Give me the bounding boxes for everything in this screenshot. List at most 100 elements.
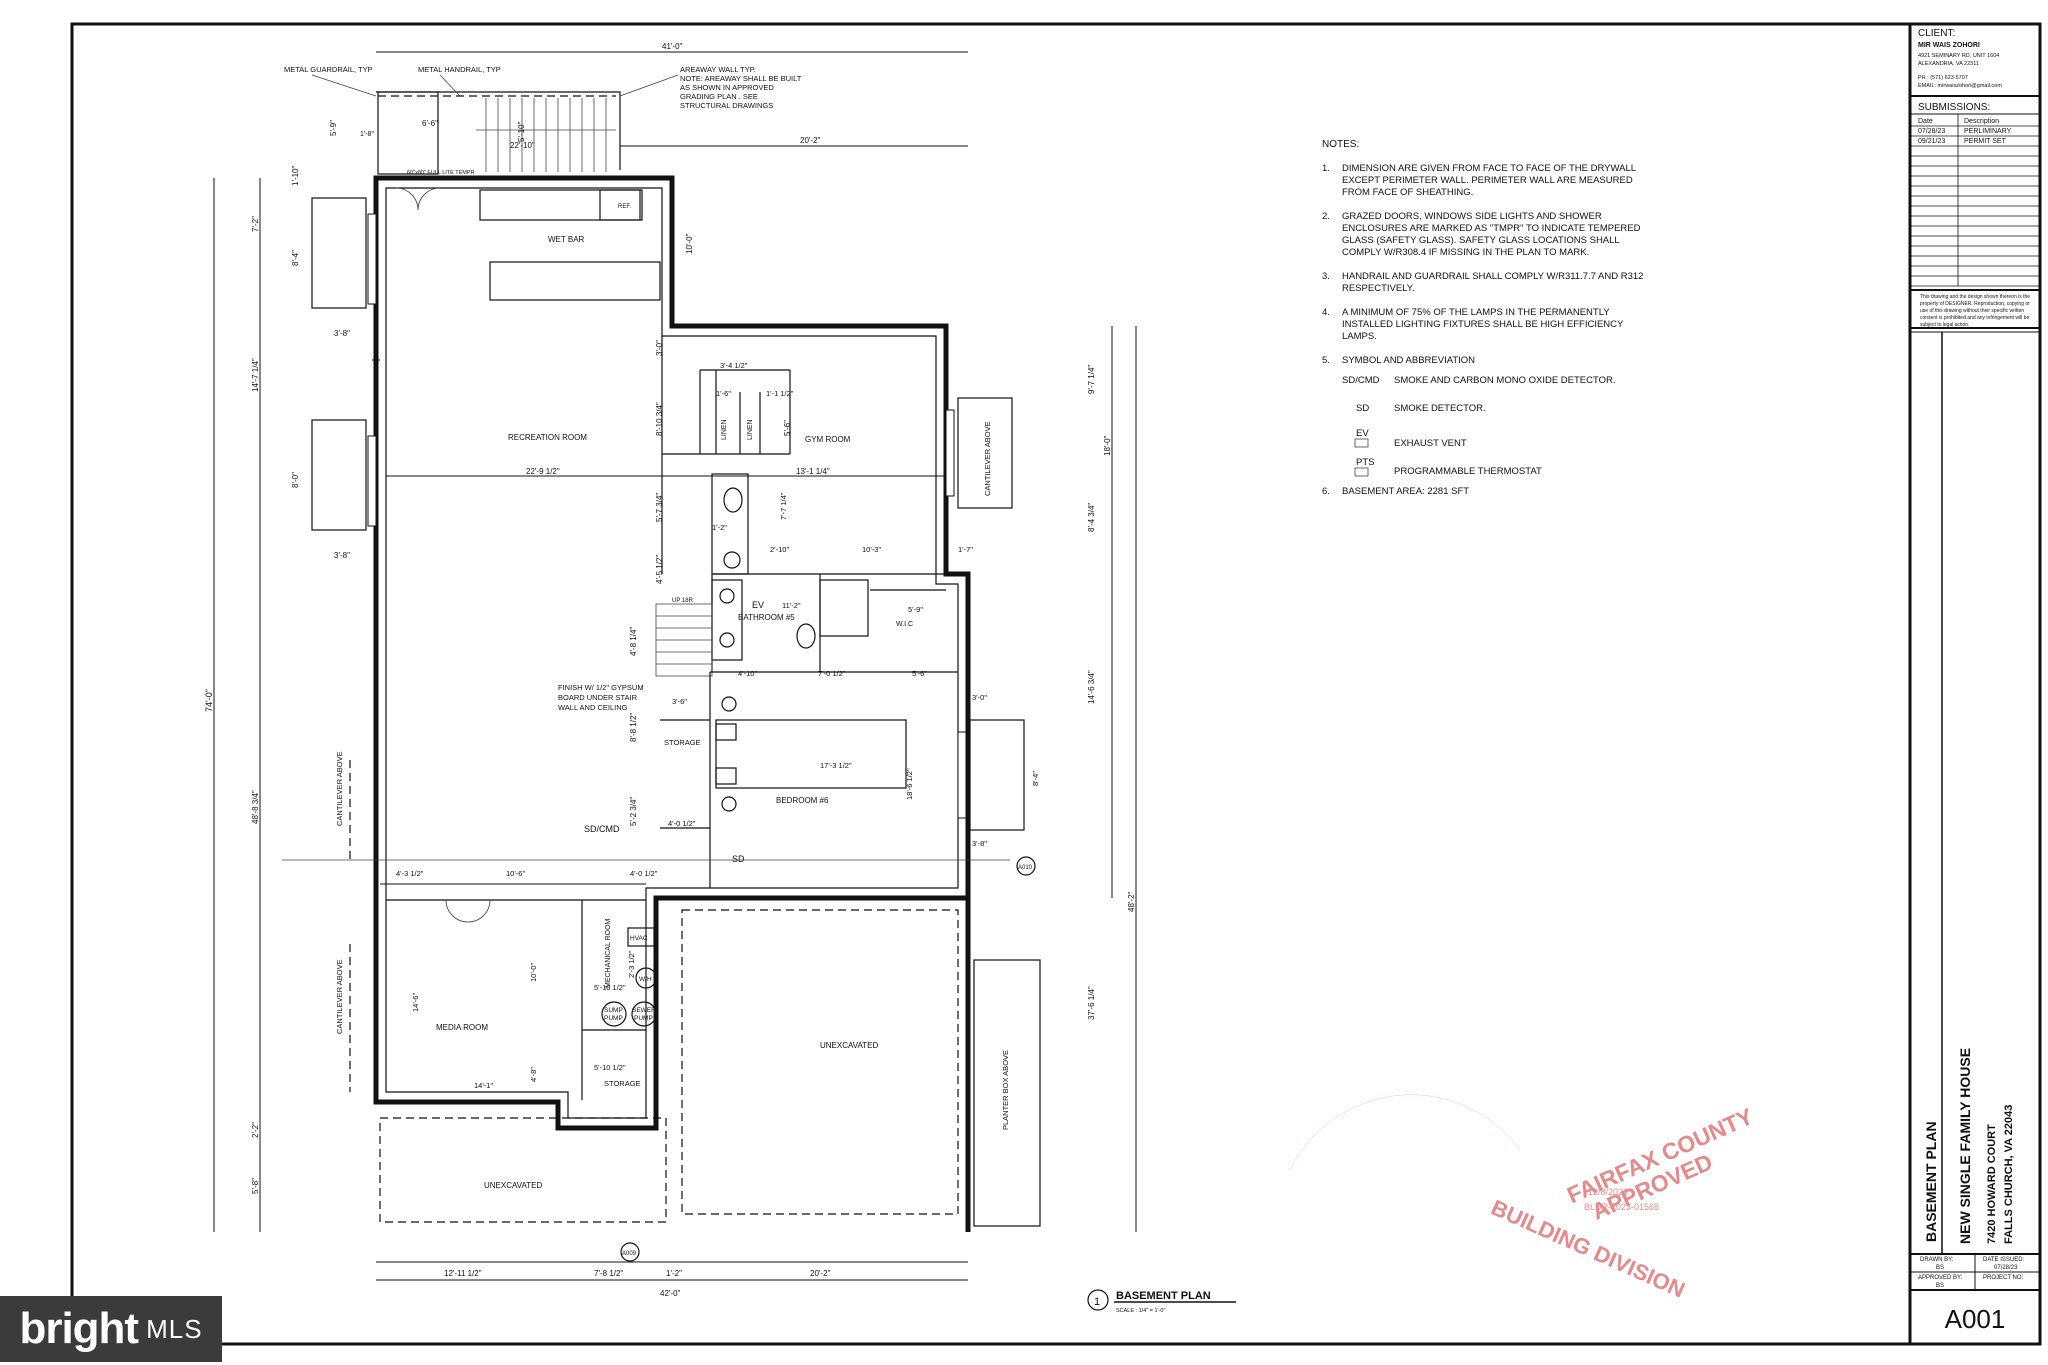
dimension: 13'-1 1/4" xyxy=(796,467,830,476)
window xyxy=(367,213,377,305)
label-recreation-room: RECREATION ROOM xyxy=(508,433,587,442)
note-number: 6. xyxy=(1322,486,1330,497)
plan-scale: SCALE : 1/4" = 1'-0" xyxy=(1116,1308,1165,1314)
exterior-stair xyxy=(476,98,616,172)
title-block: CLIENT: MIR WAIS ZOHORI 4921 SEMINARY RD… xyxy=(1910,28,2040,1334)
label-bedroom: BEDROOM #6 xyxy=(776,796,829,805)
toilet-icon xyxy=(796,623,816,649)
dimension: 18'-0" xyxy=(1103,435,1112,456)
nightstand-icon xyxy=(721,796,737,812)
client-phone: PH : (571) 623-5707 xyxy=(1918,75,1968,81)
symbol-sd-desc: SMOKE DETECTOR. xyxy=(1394,403,1486,414)
dimension: 10'-0" xyxy=(529,963,538,982)
hvac-unit xyxy=(627,927,655,947)
dimension: 10'-6" xyxy=(506,869,525,878)
stamp-date: 12/8/2023 xyxy=(1588,1187,1628,1197)
bed xyxy=(715,719,907,789)
label-linen: LINEN xyxy=(721,419,728,440)
sump-pump xyxy=(601,1001,627,1027)
label-cantilever: CANTILEVER ABOVE xyxy=(335,751,344,826)
dimension: 4'-10" xyxy=(738,669,757,678)
note-2-line: GLASS (SAFETY GLASS). SAFETY GLASS LOCAT… xyxy=(1342,235,1620,246)
planter-box xyxy=(973,959,1041,1227)
sink-icon xyxy=(719,588,735,604)
dimension: 7'-8 1/2" xyxy=(594,1269,623,1278)
label-media-room: MEDIA ROOM xyxy=(436,1023,488,1032)
refrigerator xyxy=(599,189,643,221)
dimension: 4'-0 1/2" xyxy=(668,819,696,828)
label-finish-note: FINISH W/ 1/2" GYPSUM xyxy=(558,683,644,692)
submission-row-desc: PERLIMINARY xyxy=(1964,128,2012,135)
basement-floor-plan: METAL GUARDRAIL, TYP METAL HANDRAIL, TYP… xyxy=(204,42,1236,1314)
dimension: 11'-2" xyxy=(782,601,801,610)
label-cantilever: CANTILEVER ABOVE xyxy=(335,959,344,1034)
dimension: 3'-8" xyxy=(334,551,350,560)
submissions-description-header: Description xyxy=(1964,118,1999,125)
exhaust-vent-icon xyxy=(1354,438,1369,448)
dimension: 7'-7 1/4" xyxy=(779,492,788,520)
dimension: 5'-6" xyxy=(912,669,927,678)
dimension: 10'-3" xyxy=(862,545,881,554)
dimension: 5'-9" xyxy=(908,605,923,614)
label-finish-note: BOARD UNDER STAIR xyxy=(558,693,638,702)
label-planter-box: PLANTER BOX ABOVE xyxy=(1001,1050,1010,1130)
label-sewer: PUMP xyxy=(634,1015,653,1022)
window-well xyxy=(969,719,1025,831)
client-address-1: 4921 SEMINARY RD, UNIT 1604 xyxy=(1918,53,1999,59)
areaway-wall xyxy=(376,91,621,170)
dimension: 12'-11 1/2" xyxy=(444,1269,482,1278)
label-wic: W.I.C xyxy=(896,621,913,628)
dimension: 6'-6" xyxy=(422,119,438,128)
dimension: 8'-0" xyxy=(291,472,300,488)
plan-title: BASEMENT PLAN xyxy=(1116,1290,1211,1302)
dimension: 2'-10" xyxy=(770,545,789,554)
section-marker-icon xyxy=(620,1242,640,1262)
closet-walls xyxy=(661,336,791,574)
drawn-by-label: DRAWN BY: xyxy=(1920,1257,1954,1263)
note-1-line: EXCEPT PERIMETER WALL. PERIMETER WALL AR… xyxy=(1342,175,1633,186)
dimension: 1'-8" xyxy=(360,131,374,138)
label-gym-room: GYM ROOM xyxy=(805,435,851,444)
door-swing xyxy=(445,899,491,923)
nightstand-icon xyxy=(721,696,737,712)
dimension: 3'-8" xyxy=(972,839,987,848)
dimension: 10'-0" xyxy=(685,233,694,254)
dimension: 74'-0" xyxy=(204,689,214,712)
label-hvac: HVAC xyxy=(630,935,648,942)
approved-by-label: APPROVED BY: xyxy=(1918,1275,1963,1281)
note-4-line: INSTALLED LIGHTING FIXTURES SHALL BE HIG… xyxy=(1342,319,1624,330)
label-storage: STORAGE xyxy=(664,738,701,747)
symbol-pts-desc: PROGRAMMABLE THERMOSTAT xyxy=(1394,466,1542,477)
dimension: 5'-6" xyxy=(783,420,792,436)
note-3-line: RESPECTIVELY. xyxy=(1342,283,1415,294)
dimension: 5'-10 1/2" xyxy=(594,983,626,992)
media-walls xyxy=(386,899,646,1100)
dimension: 3'-6" xyxy=(672,697,687,706)
sheet-title: BASEMENT PLAN xyxy=(1923,1121,1939,1242)
dimension: 8'-4 3/4" xyxy=(1087,503,1096,532)
dimension: 17'-3 1/2" xyxy=(820,761,852,770)
dimension: 4'-3 1/2" xyxy=(396,869,424,878)
symbol-sd-cmd-desc: SMOKE AND CARBON MONO OXIDE DETECTOR. xyxy=(1394,375,1616,386)
symbol-pts: PTS xyxy=(1356,457,1374,468)
dimension: 2'-3 1/2" xyxy=(627,950,636,978)
dimension: 8'-4" xyxy=(1031,771,1040,786)
dimension: 9'-7 1/4" xyxy=(1087,365,1096,394)
bright-mls-logo: bright MLS xyxy=(0,1296,222,1362)
submissions-heading: SUBMISSIONS: xyxy=(1918,102,1990,113)
dimension: 5'-10" xyxy=(517,121,526,142)
dimension: 1'-6" xyxy=(716,389,731,398)
submission-row-date: 09/21/23 xyxy=(1918,138,1945,145)
note-3-line: HANDRAIL AND GUARDRAIL SHALL COMPLY W/R3… xyxy=(1342,271,1643,282)
unexcavated-area xyxy=(681,909,959,1215)
dimension: 5'-7 3/4" xyxy=(655,493,664,522)
note-2-line: GRAZED DOORS, WINDOWS SIDE LIGHTS AND SH… xyxy=(1342,211,1602,222)
dimension: 22'-10" xyxy=(510,141,535,150)
dimension: 37'-6 1/4" xyxy=(1087,986,1096,1020)
dimension: 1'-1 1/2" xyxy=(766,389,794,398)
dimension-lines xyxy=(213,51,1137,1281)
client-address-2: ALEXANDRIA, VA 22311 xyxy=(1918,61,1979,67)
dimension: 5'-9" xyxy=(329,120,338,136)
note-4-line: A MINIMUM OF 75% OF THE LAMPS IN THE PER… xyxy=(1342,307,1610,318)
